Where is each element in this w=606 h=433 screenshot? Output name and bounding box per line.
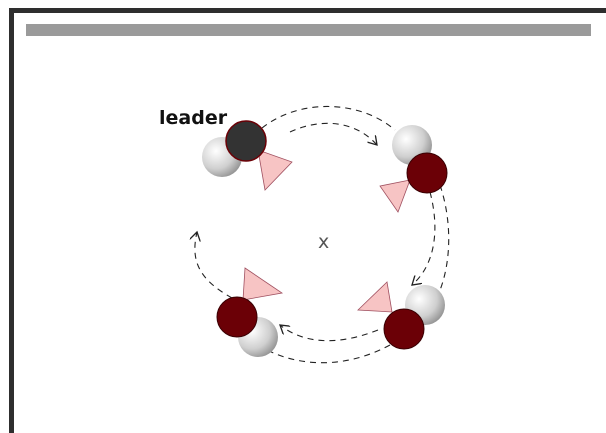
leader-label: leader	[159, 107, 228, 129]
robot-follower-bottom-left-body	[216, 296, 258, 338]
robot-follower-bottom-right-body	[383, 308, 425, 350]
path-leader-to-right-inner	[289, 122, 377, 145]
path-leader-to-right-outer	[261, 105, 396, 131]
robot-follower-bottom-right	[357, 281, 445, 350]
robot-follower-bottom-left	[216, 267, 284, 357]
frame-border-top	[9, 8, 606, 13]
robot-follower-bottom-right-sensor-cone	[357, 281, 393, 313]
robot-leader	[202, 120, 293, 191]
path-bottom-to-left-outer	[257, 344, 391, 364]
frame-border-left	[9, 8, 14, 433]
robot-follower-right	[379, 125, 448, 213]
robot-leader-body	[225, 120, 267, 162]
robot-follower-right-sensor-cone	[379, 179, 411, 213]
robot-follower-bottom-left-sensor-cone	[242, 267, 284, 301]
path-bottom-to-left-inner	[280, 325, 379, 342]
robot-follower-right-body	[406, 152, 448, 194]
path-right-to-bottom-inner	[412, 191, 436, 285]
path-left-to-top	[195, 232, 233, 299]
path-right-to-bottom-outer	[429, 184, 450, 311]
title-bar	[26, 24, 591, 36]
robot-leader-sensor-cone	[257, 149, 293, 191]
center-label: x	[318, 231, 329, 253]
